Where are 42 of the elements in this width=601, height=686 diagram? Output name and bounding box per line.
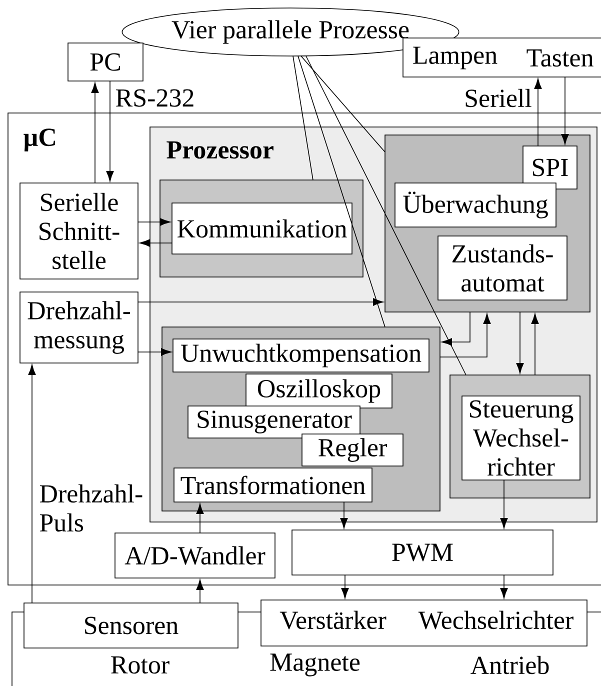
arrow	[531, 313, 539, 376]
arrow	[138, 348, 172, 356]
leader-line	[300, 56, 386, 152]
process-box: Zustands- automat	[438, 236, 568, 300]
signal-label: RS-232	[116, 89, 194, 107]
process-box: Kommunikation	[172, 202, 352, 254]
arrow	[500, 480, 508, 529]
hardware-box: Sensoren	[24, 602, 238, 648]
arrow	[561, 76, 569, 145]
hardware-box: Verstärker Wechselrichter	[260, 600, 588, 646]
interface-box: Drehzahl- messung	[20, 292, 138, 364]
device-box: PC	[68, 42, 144, 82]
edge-label: Drehzahl- Puls	[40, 484, 142, 532]
process-box: Sinusgenerator	[188, 406, 360, 438]
arrow	[441, 312, 470, 346]
leader-line	[298, 56, 386, 328]
arrow	[196, 579, 204, 604]
arrow	[106, 80, 114, 182]
process-box: Steuerung Wechsel- richter	[462, 396, 580, 480]
signal-label: Seriell	[466, 88, 532, 108]
arrow	[534, 78, 542, 146]
arrow	[28, 364, 36, 604]
process-box: Unwuchtkompensation	[172, 338, 430, 372]
arrow	[340, 502, 348, 529]
arrow	[341, 574, 349, 599]
arrow	[91, 82, 99, 184]
leader-line	[306, 56, 466, 376]
arrow	[516, 312, 524, 374]
arrow	[440, 313, 491, 358]
arrow	[139, 239, 172, 247]
arrow	[138, 218, 171, 226]
arrow	[138, 298, 384, 306]
process-box: Oszilloskop	[246, 374, 392, 408]
device-box: Lampen Tasten	[402, 38, 601, 78]
arrow	[196, 503, 204, 534]
process-box: Regler	[302, 434, 404, 466]
process-box: SPI	[522, 146, 578, 190]
interface-box: Serielle Schnitt- stelle	[20, 182, 138, 280]
arrow	[500, 574, 508, 599]
leader-line	[292, 56, 314, 180]
interface-box: A/D-Wandler	[114, 532, 276, 578]
interface-box: PWM	[292, 530, 554, 576]
